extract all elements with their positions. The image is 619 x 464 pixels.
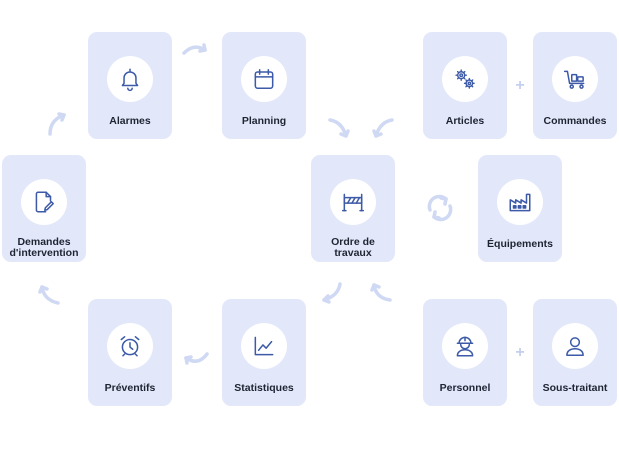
card-personnel[interactable]: Personnel bbox=[423, 299, 507, 406]
card-label: Commandes bbox=[543, 115, 607, 127]
card-label-line: d'intervention bbox=[9, 247, 79, 259]
calendar-icon bbox=[254, 69, 274, 89]
document-icon-circle bbox=[21, 179, 67, 225]
alarm-clock-icon-circle bbox=[107, 323, 153, 369]
card-sous-traitant[interactable]: Sous-traitant bbox=[533, 299, 617, 406]
gears-icon bbox=[455, 69, 475, 89]
card-label: Préventifs bbox=[104, 382, 156, 394]
card-label-line: travaux bbox=[334, 247, 372, 259]
card-demandes-intervention[interactable]: Demandes d'intervention bbox=[2, 155, 86, 262]
gears-icon-circle bbox=[442, 56, 488, 102]
card-label: Personnel bbox=[439, 382, 491, 394]
card-preventifs[interactable]: Préventifs bbox=[88, 299, 172, 406]
card-planning[interactable]: Planning bbox=[222, 32, 306, 139]
arrow-statistiques-to-preventifs bbox=[184, 352, 209, 365]
card-statistiques[interactable]: Statistiques bbox=[222, 299, 306, 406]
plus-connector: + bbox=[515, 344, 525, 361]
line-chart-icon bbox=[254, 336, 274, 356]
alarm-clock-icon bbox=[120, 336, 140, 357]
card-label: Planning bbox=[241, 115, 287, 127]
cart-icon bbox=[563, 70, 585, 89]
bell-icon bbox=[121, 68, 139, 92]
plus-connector: + bbox=[515, 77, 525, 94]
worker-helmet-icon bbox=[456, 336, 474, 357]
document-pencil-icon bbox=[35, 191, 54, 213]
arrow-ordre-to-statistiques bbox=[322, 282, 342, 304]
arrow-articles-to-ordre bbox=[372, 118, 394, 138]
card-equipements[interactable]: Équipements bbox=[478, 155, 562, 262]
card-label: Demandes d'intervention bbox=[6, 237, 82, 259]
factory-icon-circle bbox=[497, 179, 543, 225]
chart-icon-circle bbox=[241, 323, 287, 369]
card-commandes[interactable]: Commandes bbox=[533, 32, 617, 139]
cart-icon-circle bbox=[552, 56, 598, 102]
worker-icon-circle bbox=[442, 323, 488, 369]
card-label-line: Ordre de bbox=[331, 236, 375, 248]
arrow-planning-to-ordre bbox=[328, 118, 350, 138]
calendar-icon-circle bbox=[241, 56, 287, 102]
card-label: Ordre de travaux bbox=[315, 237, 391, 259]
card-label: Alarmes bbox=[109, 115, 151, 127]
card-label: Articles bbox=[445, 115, 485, 127]
arrow-personnel-to-ordre bbox=[370, 283, 392, 302]
card-ordre-de-travaux[interactable]: Ordre de travaux bbox=[311, 155, 395, 262]
barrier-icon-circle bbox=[330, 179, 376, 225]
arrow-alarmes-to-planning bbox=[182, 43, 207, 55]
person-icon-circle bbox=[552, 323, 598, 369]
arrow-preventifs-to-demandes bbox=[38, 285, 60, 305]
person-icon bbox=[566, 337, 584, 356]
barrier-icon bbox=[341, 193, 365, 212]
card-articles[interactable]: Articles bbox=[423, 32, 507, 139]
factory-icon bbox=[509, 193, 531, 212]
card-label: Sous-traitant bbox=[542, 382, 608, 394]
bell-icon-circle bbox=[107, 56, 153, 102]
cycle-arrows-icon bbox=[427, 194, 453, 222]
arrow-demandes-to-alarmes bbox=[48, 112, 66, 136]
card-label: Équipements bbox=[487, 238, 553, 250]
card-label: Statistiques bbox=[234, 382, 294, 394]
card-alarmes[interactable]: Alarmes bbox=[88, 32, 172, 139]
card-label-line: Demandes bbox=[17, 236, 71, 248]
